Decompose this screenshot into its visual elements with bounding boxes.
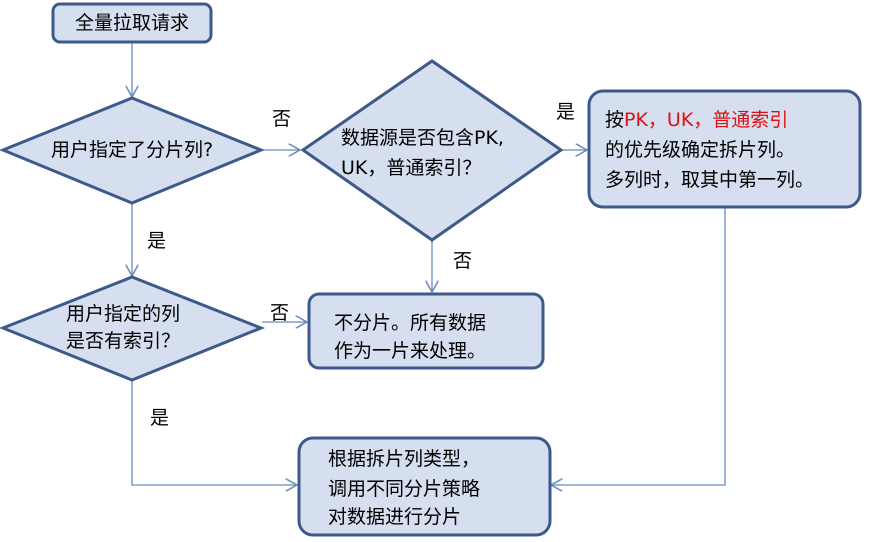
decision-user-specified-label: 用户指定了分片列? <box>50 139 214 161</box>
edge-label-yes: 是 <box>150 407 170 429</box>
decision-user-specified <box>0 96 265 205</box>
pk-priority-line2: 的优先级确定拆片列。 <box>605 139 796 161</box>
decision-source-keys-line1: 数据源是否包含PK, <box>341 127 504 149</box>
pk-priority-line3: 多列时，取其中第一列。 <box>605 169 815 191</box>
final-line1: 根据拆片列类型， <box>328 448 481 470</box>
decision-index <box>0 275 266 382</box>
start-label: 全量拉取请求 <box>74 12 189 34</box>
edge-label-no: 否 <box>453 250 473 272</box>
decision-source-keys-line2: UK，普通索引？ <box>341 157 482 179</box>
no-split-line2: 作为一片来处理。 <box>334 340 487 362</box>
final-box <box>297 436 552 537</box>
pk-priority-box <box>587 89 862 209</box>
final-line3: 对数据进行分片 <box>328 506 462 528</box>
edge-label-no: 否 <box>272 108 292 130</box>
arrow-pk-to-final <box>551 207 726 485</box>
no-split-line1: 不分片。所有数据 <box>334 312 487 334</box>
arrow-d3-yes <box>131 380 297 485</box>
decision-source-keys <box>300 59 564 242</box>
final-line2: 调用不同分片策略 <box>328 478 481 500</box>
edge-label-yes: 是 <box>556 101 576 123</box>
edge-label-no: 否 <box>270 302 290 324</box>
pk-priority-line1: 按PK，UK，普通索引 <box>605 107 788 133</box>
edge-label-yes: 是 <box>147 230 167 252</box>
start-box <box>51 2 213 44</box>
no-split-box <box>307 292 545 370</box>
pk-highlight: PK，UK，普通索引 <box>624 109 789 131</box>
pk-prefix: 按 <box>605 109 625 131</box>
decision-index-line1: 用户指定的列 <box>66 303 181 325</box>
decision-index-line2: 是否有索引？ <box>66 330 181 352</box>
